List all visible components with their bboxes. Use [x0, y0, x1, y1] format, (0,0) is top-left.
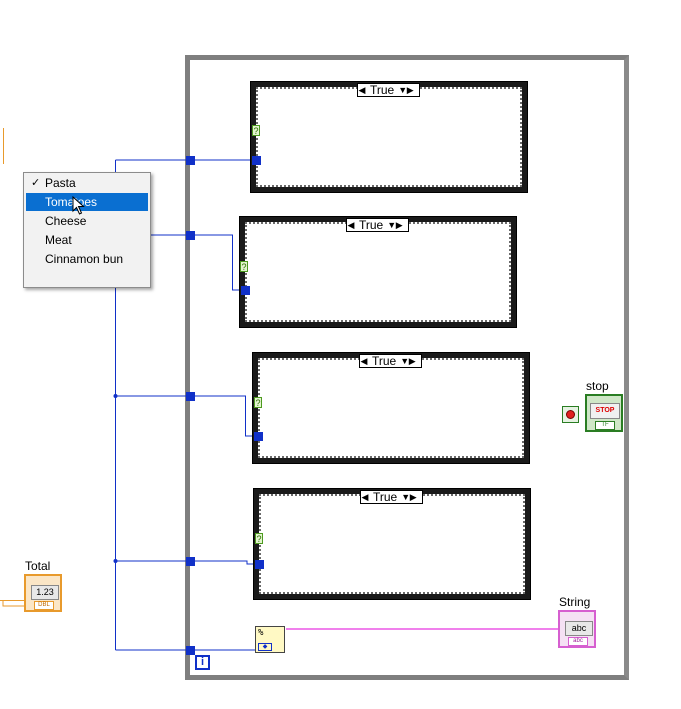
case-structure-1[interactable]: ◀ True ▼ ▶ — [250, 81, 528, 193]
stop-button-icon: STOP — [590, 403, 620, 419]
menu-item-cheese[interactable]: Cheese — [26, 212, 148, 230]
checkmark-icon: ✓ — [31, 177, 41, 189]
loop-tunnel[interactable] — [186, 392, 195, 401]
case-selector-label: True — [370, 83, 395, 97]
increment-arrow-icon[interactable]: ▶ — [408, 355, 417, 367]
case-structure-2[interactable]: ◀ True ▼ ▶ — [239, 216, 517, 328]
menu-item-label: Cheese — [45, 214, 87, 228]
decrement-arrow-icon[interactable]: ◀ — [361, 491, 369, 503]
wire-junction — [113, 559, 118, 563]
menu-item-cinnamon-bun[interactable]: Cinnamon bun — [26, 250, 148, 268]
total-indicator-value: 1.23 — [31, 585, 59, 600]
case-selector[interactable]: ◀ True ▼ ▶ — [346, 218, 409, 232]
case-selector[interactable]: ◀ True ▼ ▶ — [359, 354, 422, 368]
stop-control[interactable]: STOP TF — [585, 394, 623, 432]
case-selector-label: True — [373, 490, 398, 504]
menu-item-label: Tomatoes — [45, 195, 98, 209]
loop-tunnel[interactable] — [186, 557, 195, 566]
increment-arrow-icon[interactable]: ▶ — [409, 491, 418, 503]
case-frame — [258, 358, 524, 458]
case-structure-3[interactable]: ◀ True ▼ ▶ — [252, 352, 530, 464]
menu-item-meat[interactable]: Meat — [26, 231, 148, 249]
string-type-label: abc — [568, 637, 588, 646]
dropdown-arrow-icon[interactable]: ▼ — [398, 84, 408, 96]
format-node-icon: % — [258, 628, 264, 638]
case-selector-label: True — [372, 354, 397, 368]
menu-item-pasta[interactable]: ✓ Pasta — [26, 174, 148, 192]
loop-tunnel[interactable] — [186, 646, 195, 655]
string-indicator-value: abc — [565, 621, 593, 636]
case-selector-terminal[interactable]: ? — [240, 261, 248, 272]
format-into-string-node[interactable]: % ◆ — [255, 626, 285, 653]
wire-total — [2, 600, 24, 607]
dropdown-arrow-icon[interactable]: ▼ — [387, 219, 397, 231]
menu-item-tomatoes[interactable]: Tomatoes — [26, 193, 148, 211]
case-selector[interactable]: ◀ True ▼ ▶ — [357, 83, 420, 97]
boolean-type-label: TF — [595, 421, 615, 430]
case-frame — [259, 494, 525, 594]
case-selector-terminal[interactable]: ? — [252, 125, 260, 136]
decrement-arrow-icon[interactable]: ◀ — [360, 355, 368, 367]
case-selector-input[interactable] — [254, 432, 263, 441]
case-selector-terminal[interactable]: ? — [254, 397, 262, 408]
decrement-arrow-icon[interactable]: ◀ — [358, 84, 366, 96]
string-indicator[interactable]: abc abc — [558, 610, 596, 648]
iteration-terminal[interactable]: i — [195, 655, 210, 670]
case-selector-input[interactable] — [252, 156, 261, 165]
orange-wire-stub — [0, 128, 4, 164]
total-label: Total — [25, 559, 51, 573]
wire-case-3 — [115, 395, 257, 437]
loop-tunnel[interactable] — [186, 231, 195, 240]
ring-constant-menu[interactable]: ✓ Pasta Tomatoes Cheese Meat Cinnamon bu… — [23, 172, 151, 288]
format-node-resize-icon[interactable]: ◆ — [258, 643, 272, 651]
case-selector-input[interactable] — [255, 560, 264, 569]
orange-wire-stub-2 — [0, 600, 24, 607]
case-selector-terminal[interactable]: ? — [255, 533, 263, 544]
decrement-arrow-icon[interactable]: ◀ — [347, 219, 355, 231]
increment-arrow-icon[interactable]: ▶ — [395, 219, 404, 231]
wire-junction — [113, 394, 118, 398]
case-selector-input[interactable] — [241, 286, 250, 295]
stop-label: stop — [586, 379, 609, 393]
wire-case-2 — [151, 234, 243, 291]
increment-arrow-icon[interactable]: ▶ — [406, 84, 415, 96]
while-loop[interactable] — [185, 55, 629, 680]
mouse-pointer-icon — [72, 196, 85, 215]
case-frame — [245, 222, 511, 322]
wire-case-4 — [115, 560, 258, 565]
numeric-type-label: DBL — [34, 601, 54, 610]
stop-condition-icon[interactable] — [562, 406, 579, 423]
case-selector-label: True — [359, 218, 384, 232]
menu-item-label: Pasta — [45, 176, 76, 190]
case-frame — [256, 87, 522, 187]
loop-tunnel[interactable] — [186, 156, 195, 165]
dropdown-arrow-icon[interactable]: ▼ — [400, 355, 410, 367]
string-label: String — [559, 595, 591, 609]
menu-item-label: Cinnamon bun — [45, 252, 124, 266]
case-structure-4[interactable]: ◀ True ▼ ▶ — [253, 488, 531, 600]
menu-item-label: Meat — [45, 233, 72, 247]
case-selector[interactable]: ◀ True ▼ ▶ — [360, 490, 423, 504]
dropdown-arrow-icon[interactable]: ▼ — [401, 491, 411, 503]
total-indicator[interactable]: 1.23 DBL — [24, 574, 62, 612]
